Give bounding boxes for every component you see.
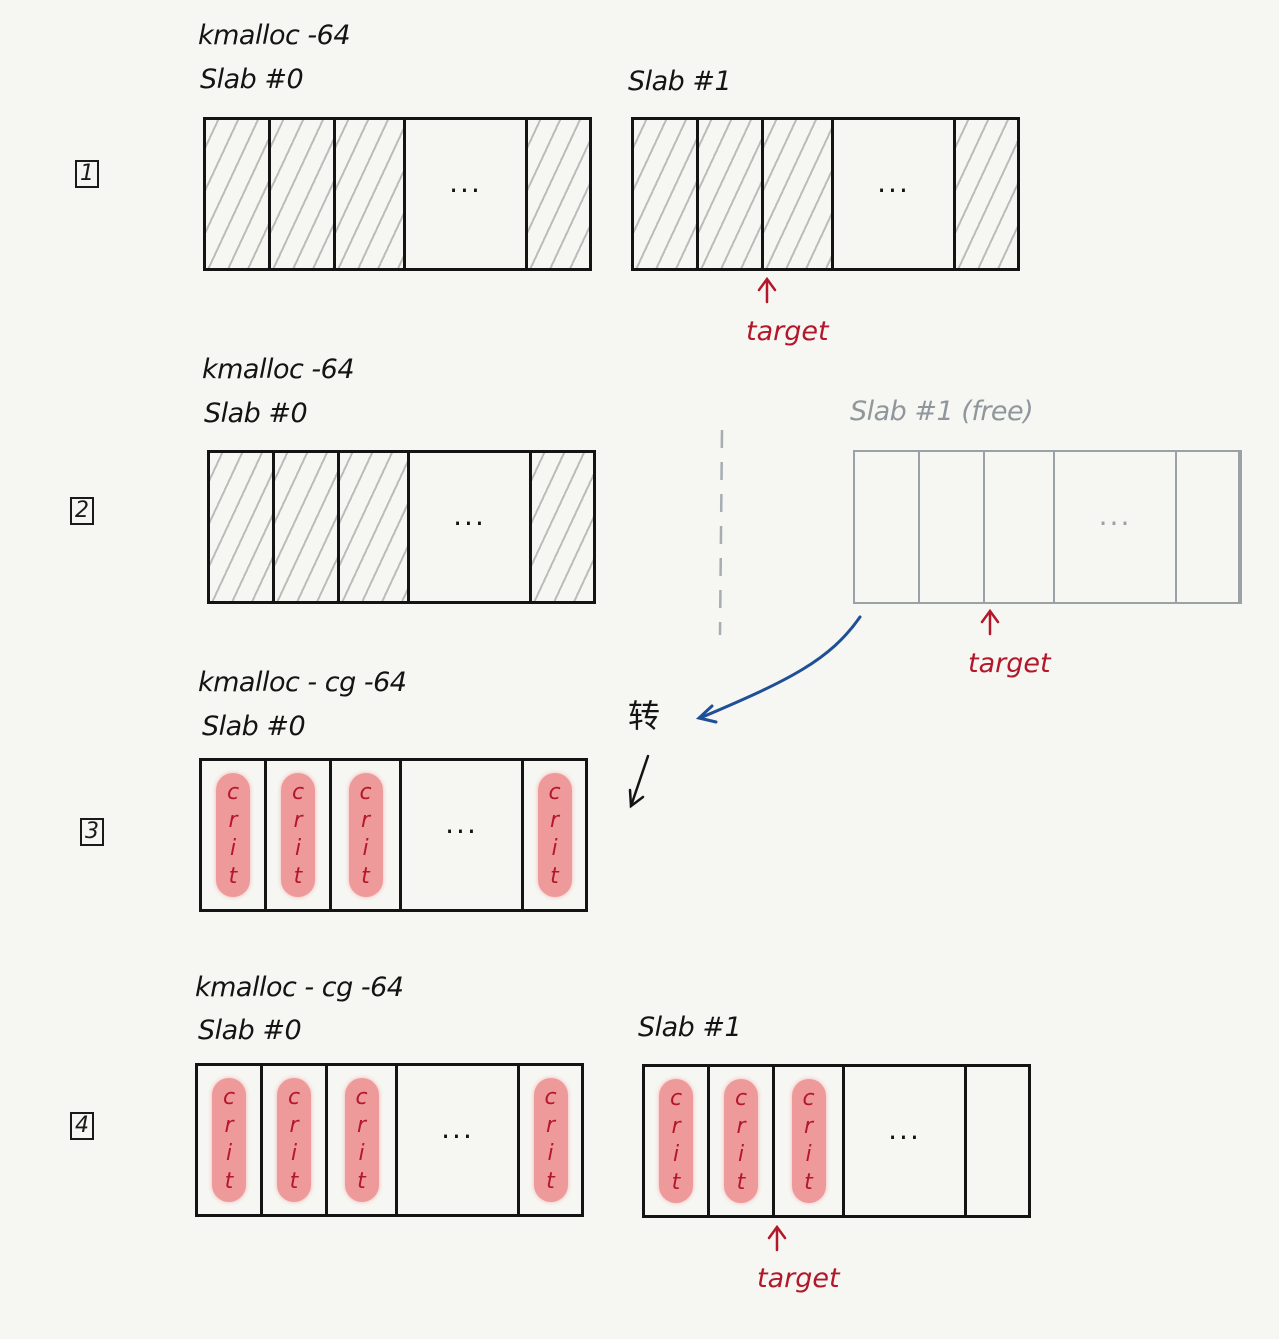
ellipsis-text: ··· [449, 174, 482, 208]
slab-object-ellipsis: ··· [834, 120, 956, 268]
slab-object-used [340, 453, 410, 601]
panel3-slab0-label: Slab #0 [202, 711, 306, 742]
ellipsis-text: ··· [453, 507, 486, 541]
slab-object-ellipsis: ··· [410, 453, 532, 601]
step-marker-1: 1 [75, 160, 99, 188]
slab-object-used [275, 453, 340, 601]
target-arrow-2 [980, 608, 1000, 636]
panel1-slab0: ··· [203, 117, 592, 271]
step-marker-3: 3 [80, 818, 104, 846]
ellipsis-text: ··· [445, 815, 478, 849]
dashed-separator [718, 429, 724, 636]
slab-object-free [985, 452, 1055, 602]
panel1-slab1: ··· [631, 117, 1020, 271]
slab-object-ellipsis: ··· [402, 761, 524, 909]
ellipsis-text: ··· [877, 174, 910, 208]
panel1-slab0-label: Slab #0 [200, 64, 304, 95]
slab-object-used [206, 120, 271, 268]
slab-object-free [855, 452, 920, 602]
panel4-target-label: target [757, 1263, 840, 1294]
slab-object-ellipsis: ··· [406, 120, 528, 268]
panel3-cache-label: kmalloc - cg -64 [198, 667, 407, 698]
slab-object-used [271, 120, 336, 268]
target-arrow-3 [767, 1224, 787, 1252]
panel4-slab1-label: Slab #1 [638, 1012, 742, 1043]
slab-object-free [920, 452, 985, 602]
panel4-slab0-label: Slab #0 [198, 1015, 302, 1046]
realloc-arrow [695, 615, 862, 724]
panel2-slab0-label: Slab #0 [204, 398, 308, 429]
slab-object-ellipsis: ··· [398, 1066, 520, 1214]
slab-object-used [336, 120, 406, 268]
panel2-cache-label: kmalloc -64 [202, 354, 355, 385]
target-arrow-1 [757, 276, 777, 304]
slab-object-target [764, 120, 834, 268]
slab-object-used [699, 120, 764, 268]
slab-object-ellipsis: ··· [1055, 452, 1177, 602]
slab-object-used [528, 120, 589, 268]
step-marker-2: 2 [70, 497, 94, 525]
ellipsis-text: ··· [1098, 507, 1132, 541]
panel1-target-label: target [746, 316, 829, 347]
slab-object-ellipsis: ··· [845, 1067, 967, 1215]
panel2-slab1-free-label: Slab #1 (free) [850, 396, 1034, 427]
panel4-cache-label: kmalloc - cg -64 [195, 972, 404, 1003]
slab-object-used [634, 120, 699, 268]
handwritten-note: 转 [628, 697, 660, 735]
panel2-slab0: ··· [207, 450, 596, 604]
down-arrow [628, 754, 650, 809]
slab-object-used [956, 120, 1017, 268]
panel1-slab1-label: Slab #1 [628, 66, 732, 97]
slab-object-used [532, 453, 593, 601]
step-marker-4: 4 [70, 1112, 94, 1140]
panel1-cache-label: kmalloc -64 [198, 20, 351, 51]
panel2-target-label: target [968, 648, 1051, 679]
ellipsis-text: ··· [441, 1120, 474, 1154]
slab-object-free [1177, 452, 1240, 602]
slab-object-used [210, 453, 275, 601]
ellipsis-text: ··· [888, 1121, 921, 1155]
panel2-slab1-free: ··· [853, 450, 1242, 604]
